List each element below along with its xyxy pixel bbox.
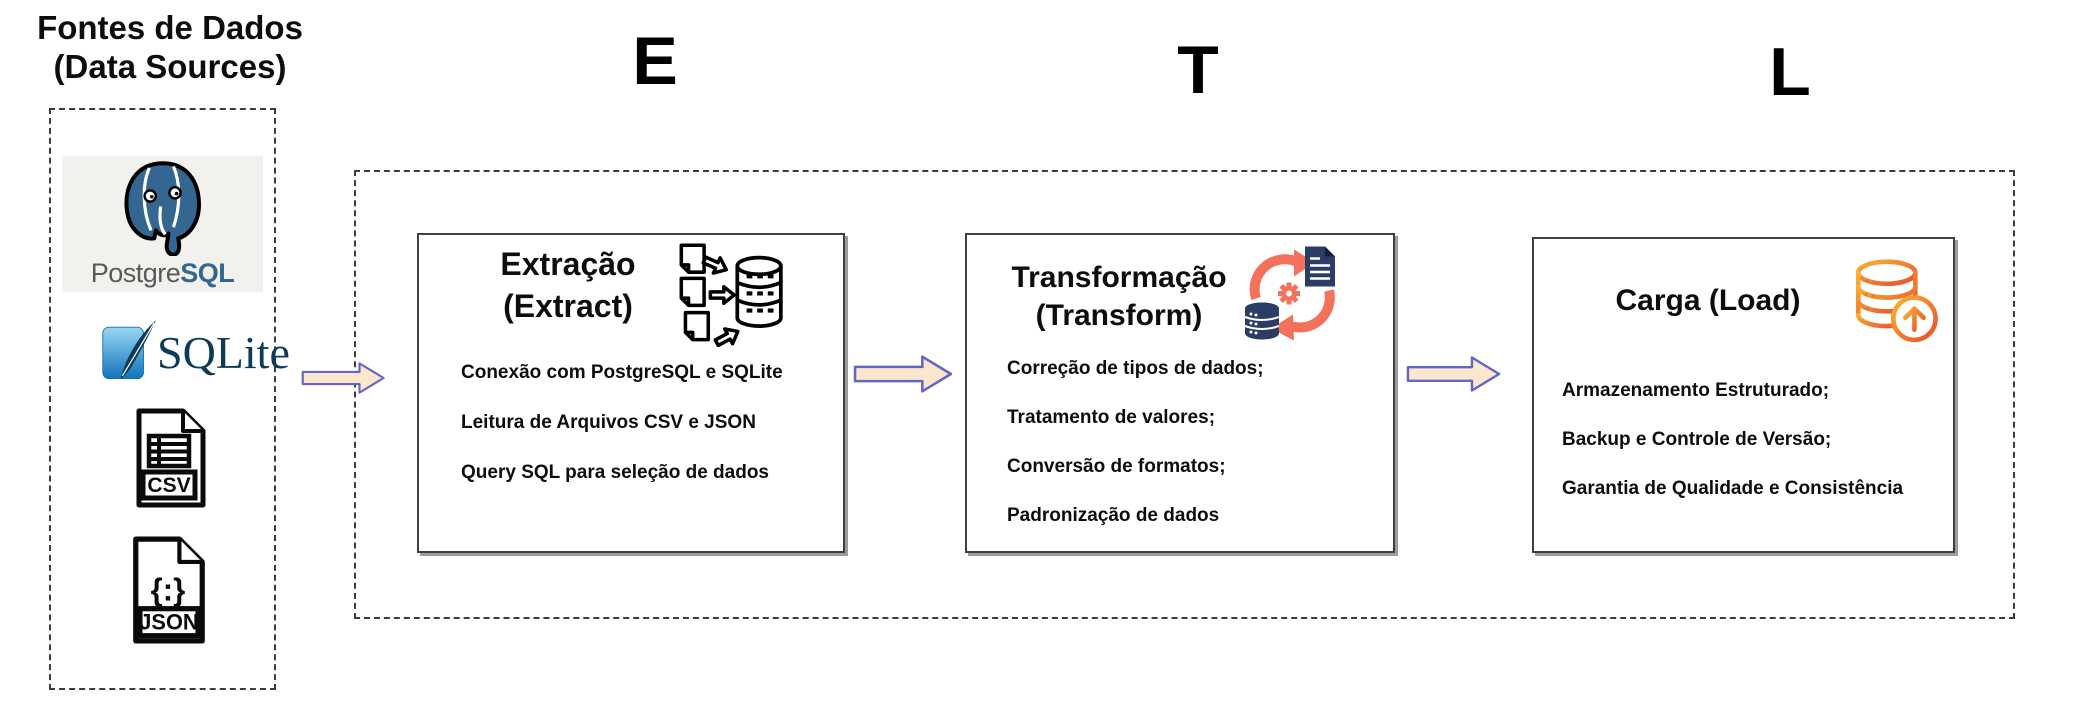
load-bullet-3: Garantia de Qualidade e Consistência [1562, 478, 1904, 499]
csv-label: CSV [147, 474, 190, 497]
stage-letter-extract: E [632, 23, 678, 99]
transform-bullets: Correção de tipos de dados; Tratamento d… [1007, 357, 1373, 553]
sqlite-label: SQLite [157, 326, 290, 378]
load-bullet-2: Backup e Controle de Versão; [1562, 429, 1832, 450]
data-sources-panel: PostgreSQL SQLite CSV [49, 108, 290, 690]
sqlite-feather-icon [102, 320, 156, 380]
extract-title-line1: Extração [500, 246, 636, 282]
extract-title-line2: (Extract) [503, 288, 633, 324]
extract-bullet-1: Conexão com PostgreSQL e SQLite [461, 362, 783, 383]
data-sources-heading-line1: Fontes de Dados [37, 9, 303, 46]
postgresql-label: PostgreSQL [91, 258, 235, 289]
document-database-sync-transform-icon [1244, 246, 1335, 341]
json-braces-glyph: {:} [151, 572, 186, 607]
flow-arrow-extract-to-transform [853, 355, 953, 393]
transform-bullet-2: Tratamento de valores; [1007, 407, 1216, 428]
transform-title-line1: Transformação [1011, 261, 1227, 294]
extract-stage-title: Extração (Extract) [447, 243, 689, 327]
json-file-icon: {:} JSON [133, 536, 205, 644]
extract-bullet-2: Leitura de Arquivos CSV e JSON [461, 412, 756, 433]
transform-bullet-4: Padronização de dados [1007, 505, 1220, 526]
sqlite-logo: SQLite [101, 316, 290, 388]
transform-bullet-1: Correção de tipos de dados; [1007, 358, 1264, 379]
flow-arrow-sources-to-extract [301, 362, 385, 394]
data-sources-heading: Fontes de Dados (Data Sources) [18, 8, 322, 86]
extract-bullets: Conexão com PostgreSQL e SQLite Leitura … [461, 361, 793, 511]
extract-bullet-3: Query SQL para seleção de dados [461, 462, 769, 483]
json-label: JSON [139, 609, 198, 634]
load-bullet-1: Armazenamento Estruturado; [1562, 380, 1830, 401]
postgresql-logo: PostgreSQL [62, 156, 263, 292]
transform-title-line2: (Transform) [1035, 299, 1203, 332]
load-stage-box: Carga (Load) [1532, 237, 1955, 553]
load-stage-title: Carga (Load) [1582, 283, 1834, 319]
postgresql-elephant-icon [123, 160, 201, 256]
load-title-line1: Carga (Load) [1615, 284, 1801, 317]
csv-file-icon: CSV [136, 408, 206, 508]
load-bullets: Armazenamento Estruturado; Backup e Cont… [1562, 379, 1954, 526]
files-to-database-extract-icon [679, 243, 783, 347]
flow-arrow-transform-to-load [1406, 356, 1501, 392]
postgresql-label-blue: SQL [180, 257, 235, 288]
database-upload-load-icon [1855, 259, 1938, 343]
etl-stages-frame [354, 170, 2015, 619]
extract-stage-box: Extração (Extract) Conexão com PostgreSQ… [417, 233, 845, 553]
postgresql-label-gray: Postgre [90, 257, 181, 288]
data-sources-heading-line2: (Data Sources) [53, 48, 287, 85]
stage-letter-load: L [1769, 34, 1811, 110]
transform-bullet-3: Conversão de formatos; [1007, 456, 1226, 477]
transform-stage-title: Transformação (Transform) [983, 259, 1255, 335]
transform-stage-box: Transformação (Transform) [965, 233, 1395, 553]
stage-letter-transform: T [1177, 32, 1219, 108]
